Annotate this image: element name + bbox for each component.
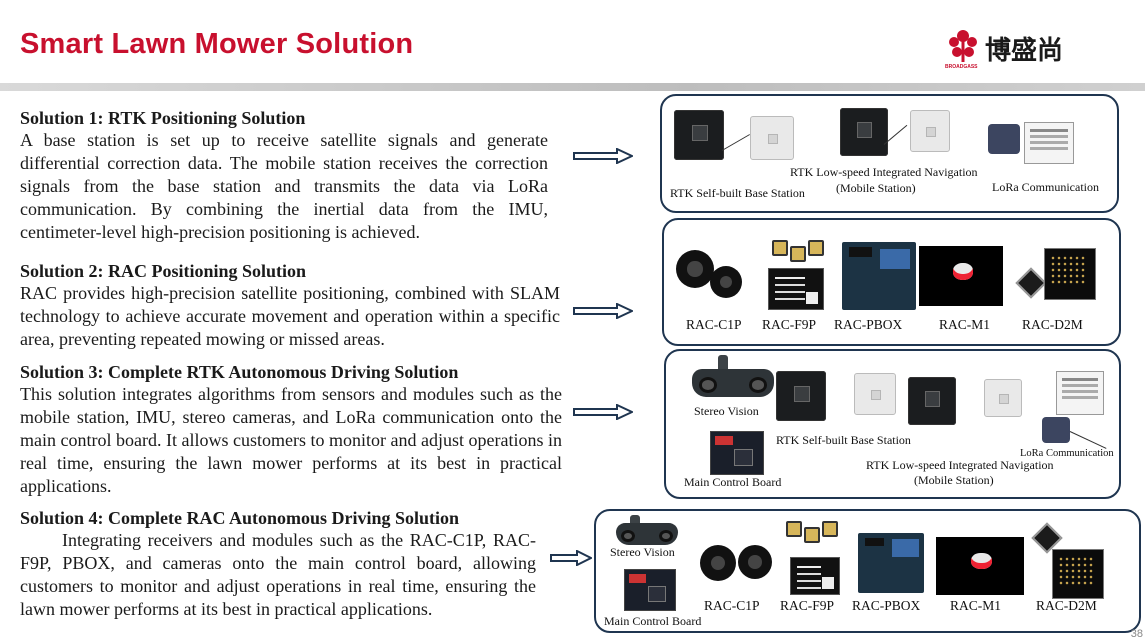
panel-rac-autonomous: Stereo Vision Main Control Board RAC-C1P… [594, 509, 1141, 633]
rac-f9p-antenna-image [782, 517, 838, 547]
arrow-right-icon [550, 550, 592, 566]
arrow-right-icon [573, 404, 633, 420]
solution-heading: Solution 1: RTK Positioning Solution [20, 108, 306, 128]
lora-module-image [1042, 417, 1070, 443]
mobile-station-board-image [840, 108, 888, 156]
flower-logo-icon [949, 30, 977, 62]
page-number: 38 [1130, 628, 1143, 640]
rac-d2m-label: RAC-D2M [1036, 598, 1097, 613]
gnss-antenna-image [750, 116, 794, 160]
brand-logo: 博盛尚 BROADGASS [945, 28, 1064, 70]
camera-mount-image [630, 515, 640, 529]
stereo-camera-image [692, 369, 774, 397]
panel-rac-positioning: RAC-C1P RAC-F9P RAC-PBOX RAC-M1 RAC-D2M [662, 218, 1121, 346]
rac-d2m-chip-image [1015, 267, 1047, 299]
solution-body: This solution integrates algorithms from… [20, 384, 562, 496]
rac-f9p-image [768, 268, 824, 310]
rac-c1p-image [738, 545, 772, 579]
arrow-right-icon [573, 303, 633, 319]
solution-3: Solution 3: Complete RTK Autonomous Driv… [20, 361, 562, 498]
solution-1: Solution 1: RTK Positioning Solution A b… [20, 107, 548, 244]
rac-pbox-image [858, 533, 924, 593]
page-title: Smart Lawn Mower Solution [20, 28, 414, 60]
lora-module-label-image [1024, 122, 1074, 164]
lora-module-image [988, 124, 1020, 154]
mobile-station-label-line1: RTK Low-speed Integrated Navigation [866, 458, 1054, 472]
rac-pbox-label: RAC-PBOX [834, 317, 903, 332]
main-control-board-label: Main Control Board [604, 614, 702, 628]
rac-pbox-label: RAC-PBOX [852, 598, 921, 613]
logo-subtext: BROADGASS [945, 64, 978, 70]
main-control-board-image [710, 431, 764, 475]
solution-heading: Solution 4: Complete RAC Autonomous Driv… [20, 508, 460, 528]
camera-mount-image [718, 355, 728, 373]
solution-body: A base station is set up to receive sate… [20, 130, 548, 242]
gnss-antenna-image [984, 379, 1022, 417]
solution-2: Solution 2: RAC Positioning Solution RAC… [20, 260, 560, 351]
rac-f9p-antenna-image [768, 236, 824, 266]
rac-f9p-label: RAC-F9P [780, 598, 835, 613]
mobile-station-label-line2: (Mobile Station) [914, 473, 994, 487]
main-control-board-label: Main Control Board [684, 475, 782, 489]
base-station-label: RTK Self-built Base Station [776, 433, 911, 447]
stereo-vision-label: Stereo Vision [610, 545, 675, 559]
arrow-right-icon [573, 148, 633, 164]
rac-c1p-image [710, 266, 742, 298]
rac-c1p-label: RAC-C1P [704, 598, 760, 613]
rac-m1-label: RAC-M1 [950, 598, 1002, 613]
mobile-station-label-line1: RTK Low-speed Integrated Navigation [790, 165, 978, 179]
header-divider [0, 83, 1145, 91]
mobile-station-board-image [908, 377, 956, 425]
panel-rtk-positioning: RTK Self-built Base Station RTK Low-spee… [660, 94, 1119, 213]
solution-heading: Solution 3: Complete RTK Autonomous Driv… [20, 362, 459, 382]
mobile-station-label-line2: (Mobile Station) [836, 181, 916, 195]
main-control-board-image [624, 569, 676, 611]
rac-pbox-image [842, 242, 916, 310]
logo-text: 博盛尚 [985, 35, 1064, 66]
base-station-board-image [674, 110, 724, 160]
solution-4: Solution 4: Complete RAC Autonomous Driv… [20, 507, 536, 621]
solution-body: Integrating receivers and modules such a… [20, 530, 536, 619]
rac-c1p-image [676, 250, 714, 288]
lora-module-label-image [1056, 371, 1104, 415]
rac-f9p-label: RAC-F9P [762, 317, 817, 332]
rac-c1p-label: RAC-C1P [686, 317, 742, 332]
rac-d2m-label: RAC-D2M [1022, 317, 1083, 332]
rac-m1-image [936, 537, 1024, 595]
rac-d2m-image [1044, 248, 1096, 300]
gnss-antenna-image [910, 110, 950, 152]
stereo-camera-image [616, 523, 678, 545]
rac-m1-image [919, 246, 1003, 306]
stereo-vision-label: Stereo Vision [694, 404, 759, 418]
rac-c1p-image [700, 545, 736, 581]
solution-heading: Solution 2: RAC Positioning Solution [20, 261, 307, 281]
base-station-board-image [776, 371, 826, 421]
lora-label: LoRa Communication [1020, 448, 1114, 459]
gnss-antenna-image [854, 373, 896, 415]
base-station-label: RTK Self-built Base Station [670, 186, 805, 200]
panel-rtk-autonomous: Stereo Vision RTK Self-built Base Statio… [664, 349, 1121, 499]
lora-label: LoRa Communication [992, 180, 1099, 194]
rac-d2m-image [1052, 549, 1104, 599]
solution-body: RAC provides high-precision satellite po… [20, 283, 560, 349]
rac-m1-label: RAC-M1 [939, 317, 991, 332]
rac-f9p-image [790, 557, 840, 595]
